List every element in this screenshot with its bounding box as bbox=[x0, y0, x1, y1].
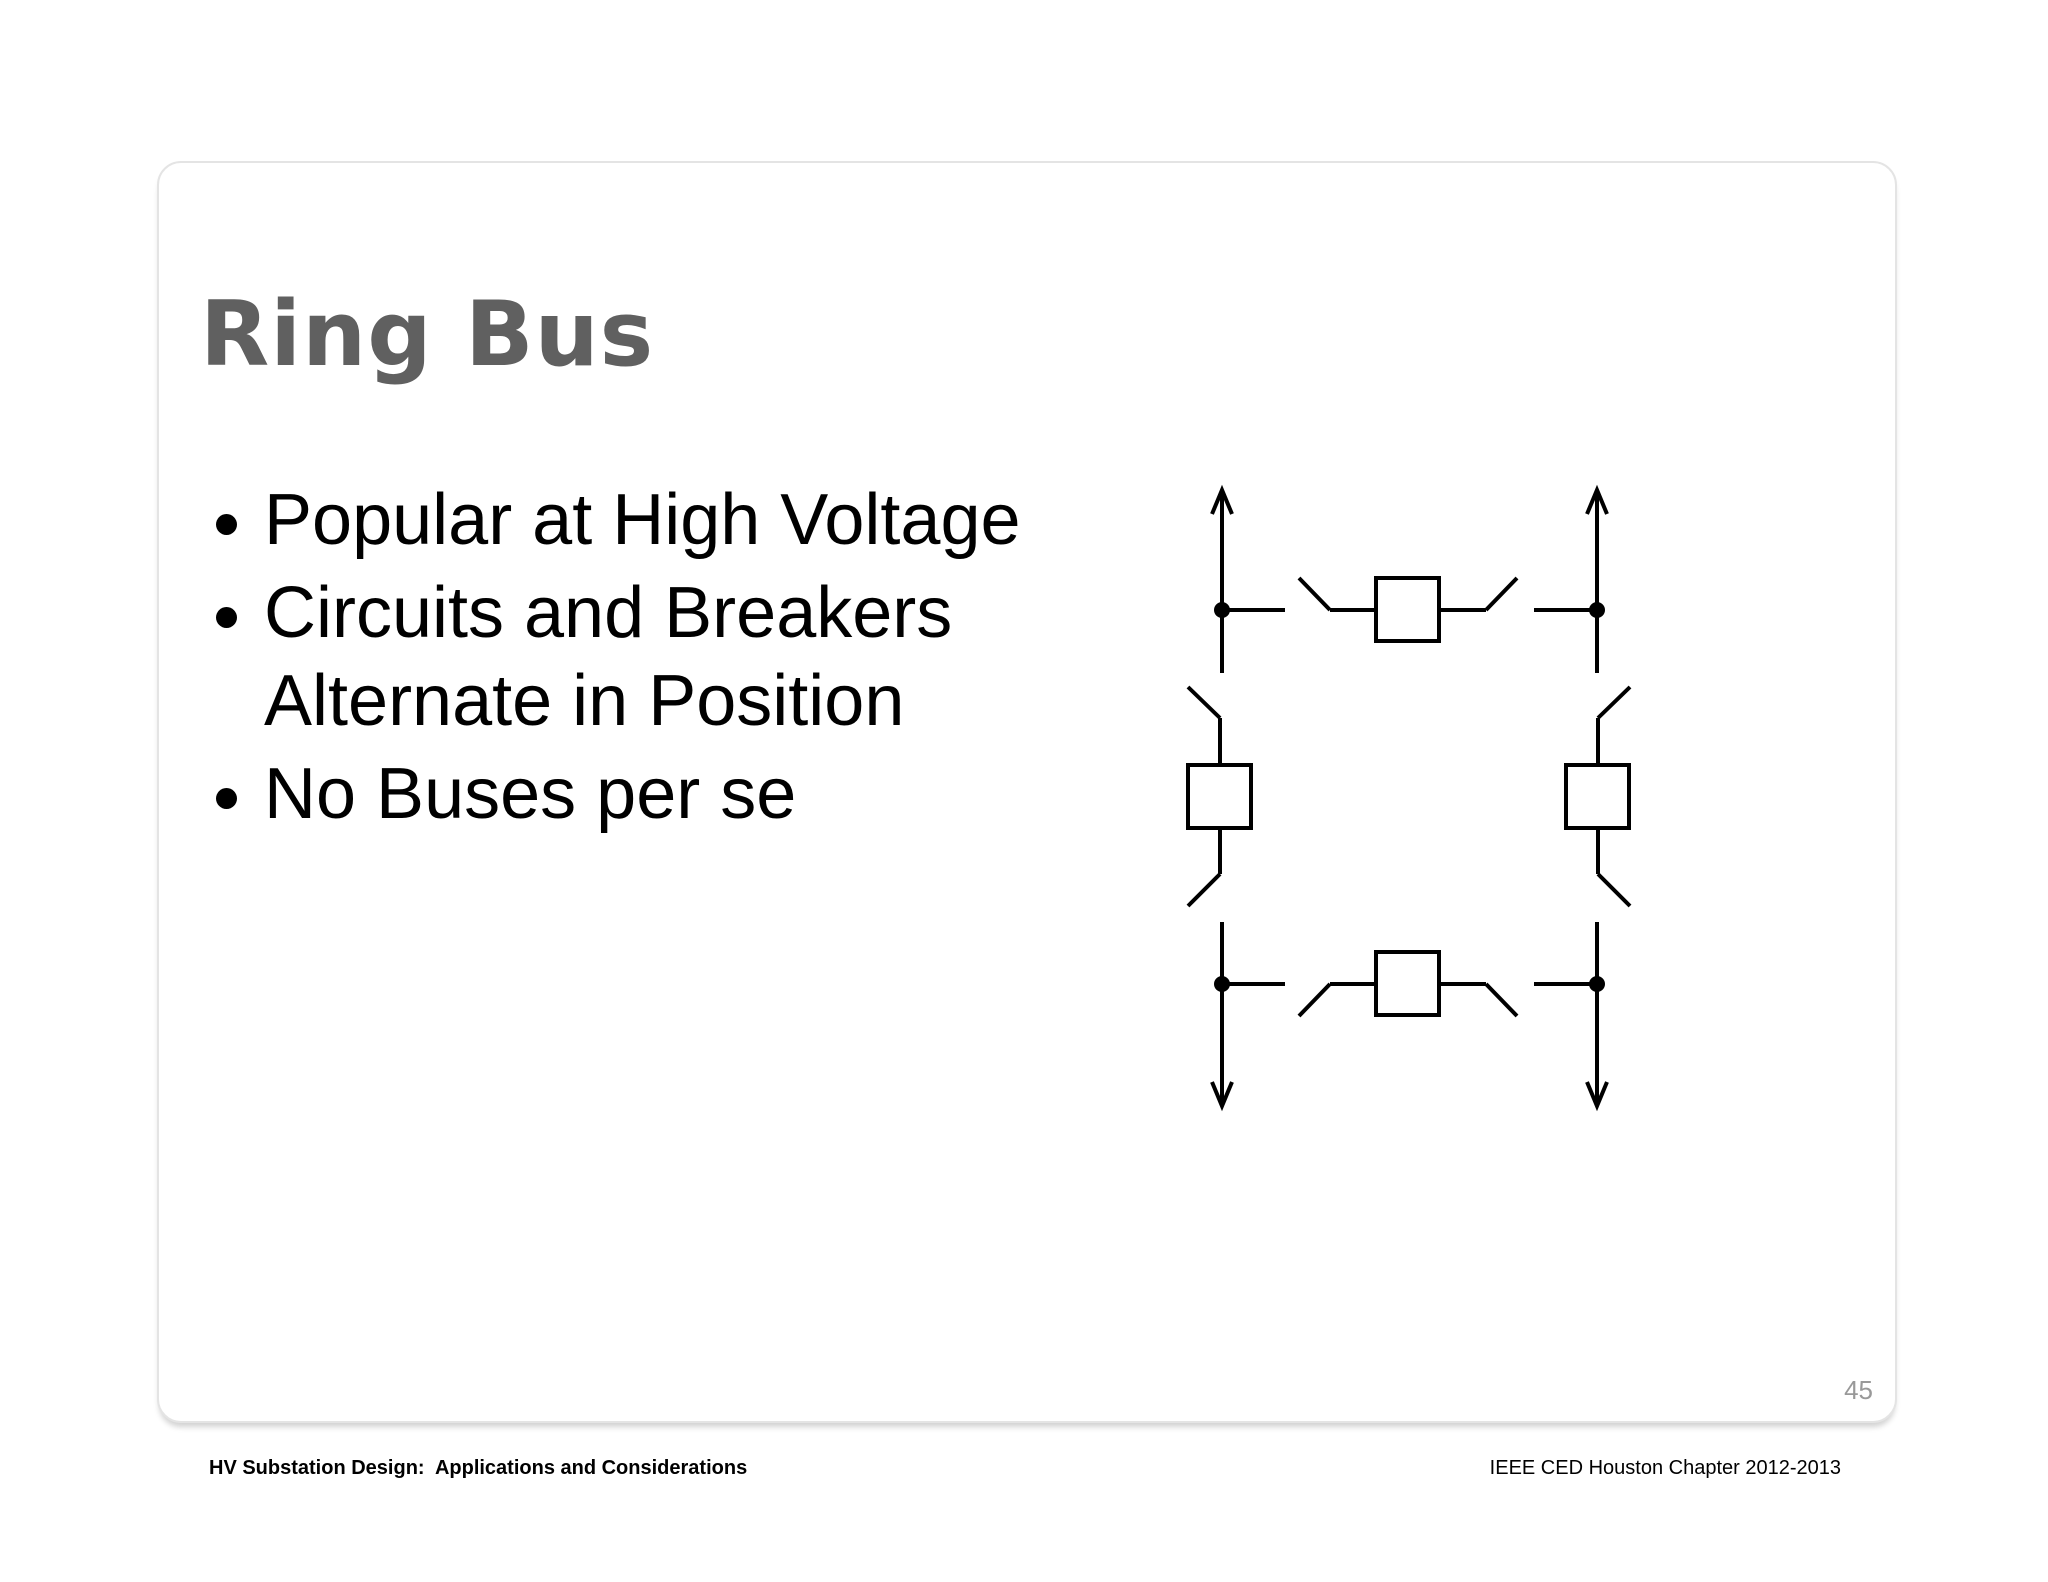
bullet-dot-icon bbox=[216, 607, 237, 628]
footer-organization: IEEE CED Houston Chapter 2012-2013 bbox=[1489, 1457, 1841, 1479]
page-number: 45 bbox=[1844, 1375, 1873, 1405]
bullet-item: No Buses per se bbox=[212, 750, 1092, 838]
bullet-item: Popular at High Voltage bbox=[212, 476, 1092, 564]
bullet-item: Circuits and Breakers Alternate in Posit… bbox=[212, 569, 1092, 745]
bullet-text: No Buses per se bbox=[264, 754, 797, 834]
bullet-text: Popular at High Voltage bbox=[264, 480, 1021, 560]
bullet-dot-icon bbox=[216, 514, 237, 535]
bullet-text: Circuits and Breakers Alternate in Posit… bbox=[264, 573, 953, 741]
bullet-dot-icon bbox=[216, 788, 237, 809]
slide-title: Ring Bus bbox=[200, 282, 655, 387]
footer-course-title: HV Substation Design: Applications and C… bbox=[209, 1457, 748, 1479]
bullet-list: Popular at High Voltage Circuits and Bre… bbox=[212, 476, 1092, 843]
